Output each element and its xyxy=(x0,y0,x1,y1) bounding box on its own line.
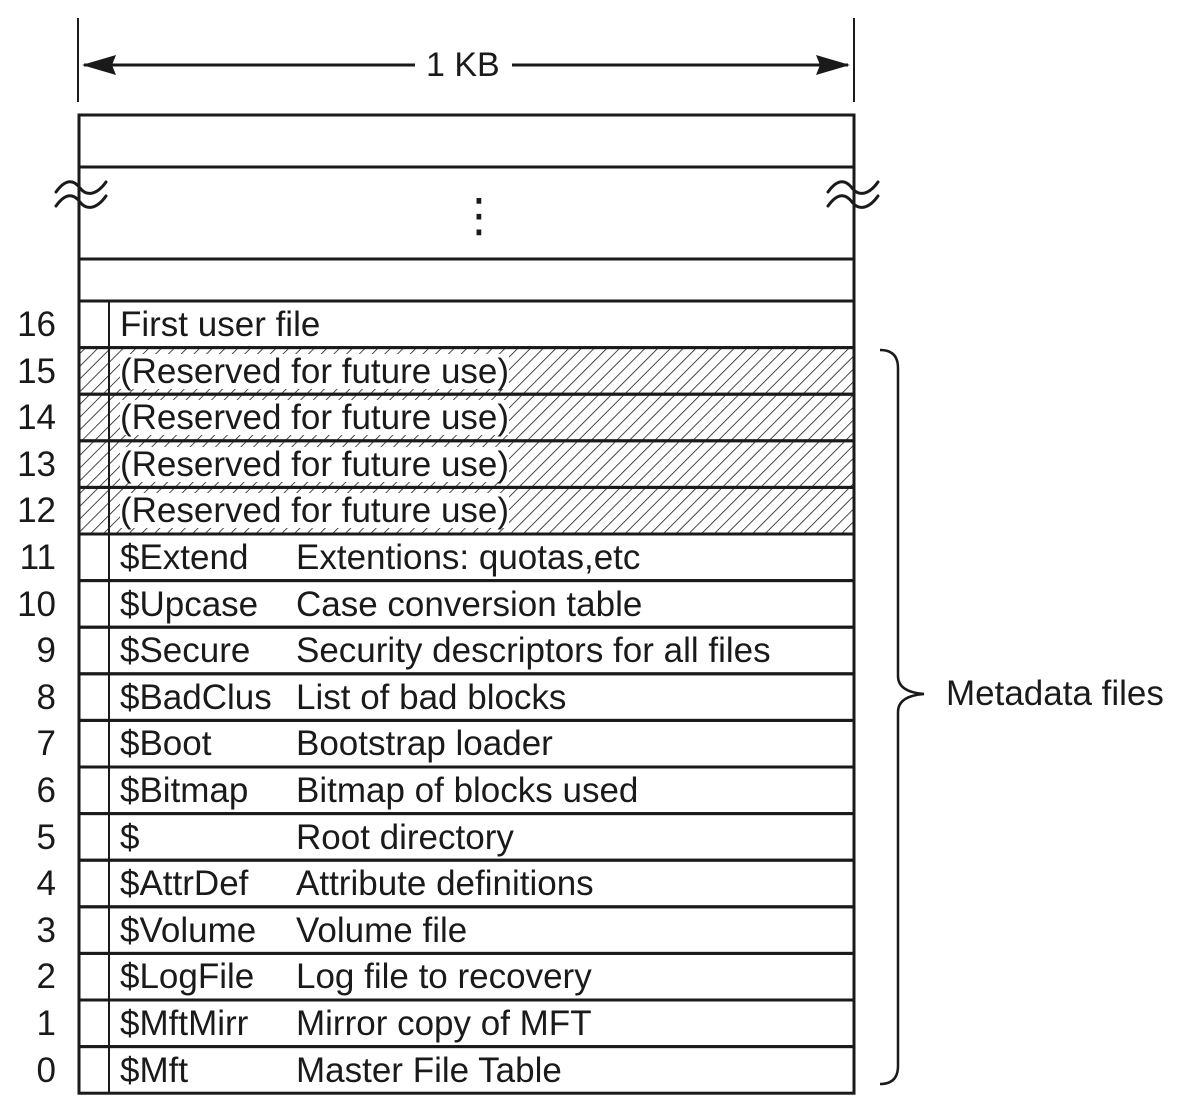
record-description: Security descriptors for all files xyxy=(296,631,771,671)
record-number: 9 xyxy=(36,631,56,671)
record-description: Root directory xyxy=(296,817,514,857)
record-name: $ xyxy=(120,817,140,857)
arrow-right-icon xyxy=(816,55,850,75)
record-description: List of bad blocks xyxy=(296,677,567,717)
record-description: Volume file xyxy=(296,910,468,950)
record-description: Bitmap of blocks used xyxy=(296,771,639,810)
metadata-files-label: Metadata files xyxy=(946,674,1164,713)
record-number: 0 xyxy=(36,1050,56,1090)
record-number: 13 xyxy=(17,444,56,484)
record-description: Log file to recovery xyxy=(296,957,592,997)
record-number: 4 xyxy=(36,864,56,904)
record-number: 6 xyxy=(36,771,56,810)
top-record-block xyxy=(77,113,856,169)
record-description: Master File Table xyxy=(296,1050,562,1090)
record-description: Bootstrap loader xyxy=(296,724,553,764)
record-name: $Upcase xyxy=(120,584,259,624)
record-name: $Mft xyxy=(120,1050,189,1090)
record-name: $LogFile xyxy=(120,957,255,997)
record-name: (Reserved for future use) xyxy=(120,351,510,391)
record-number: 8 xyxy=(36,677,56,717)
record-description: Extentions: quotas,etc xyxy=(296,538,641,577)
record-description: Case conversion table xyxy=(296,584,643,624)
record-number: 3 xyxy=(36,910,56,950)
record-description: Mirror copy of MFT xyxy=(296,1004,592,1043)
record-name: $Extend xyxy=(120,538,249,577)
width-label: 1 KB xyxy=(426,46,500,84)
record-number: 2 xyxy=(36,957,56,997)
arrow-left-icon xyxy=(82,55,116,75)
record-name: (Reserved for future use) xyxy=(120,398,510,438)
record-number: 15 xyxy=(17,351,56,391)
record-box xyxy=(77,1045,856,1095)
record-number: 5 xyxy=(36,817,56,857)
record-name: $Secure xyxy=(120,631,251,671)
break-mark-left-icon xyxy=(54,180,108,209)
record-name: $Volume xyxy=(120,910,257,950)
record-number: 10 xyxy=(17,584,56,624)
record-name: $Bitmap xyxy=(120,771,249,810)
continuation-ellipsis-icon: ⋮ xyxy=(456,189,502,241)
record-name: (Reserved for future use) xyxy=(120,444,510,484)
record-name: $MftMirr xyxy=(120,1004,249,1043)
record-description: Attribute definitions xyxy=(296,864,594,904)
record-name: $Boot xyxy=(120,724,212,764)
record-number: 1 xyxy=(36,1004,56,1043)
record-name: $BadClus xyxy=(120,677,272,717)
record-number: 16 xyxy=(17,305,56,344)
record-number: 12 xyxy=(17,491,56,531)
record-name: (Reserved for future use) xyxy=(120,491,510,531)
break-mark-right-icon xyxy=(826,180,880,209)
record-number: 7 xyxy=(36,724,56,764)
record-name: $AttrDef xyxy=(120,864,249,904)
record-name: First user file xyxy=(120,305,321,344)
record-number: 11 xyxy=(19,538,56,577)
record-number: 14 xyxy=(17,398,56,438)
metadata-brace-icon xyxy=(879,348,925,1086)
